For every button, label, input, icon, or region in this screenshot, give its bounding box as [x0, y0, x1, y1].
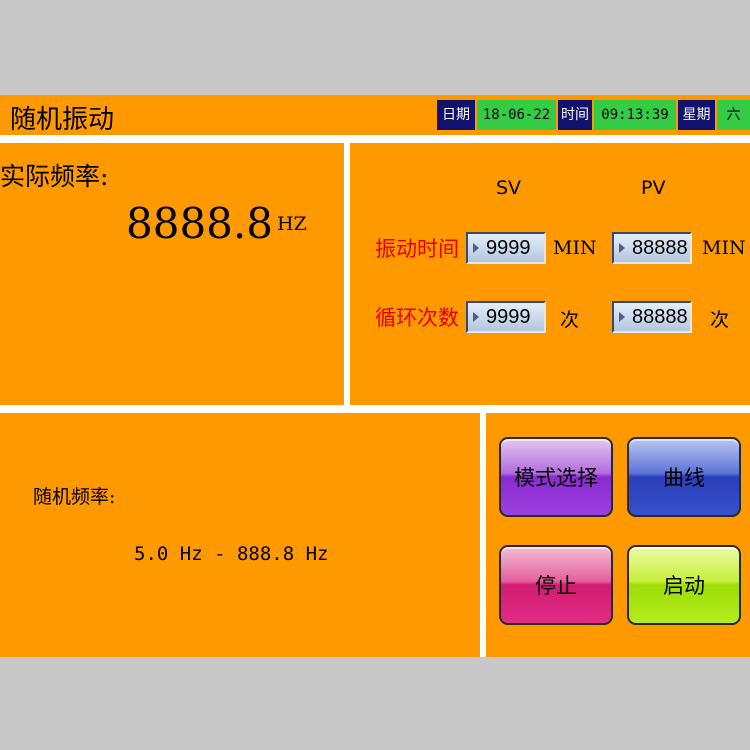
time-value: 09:13:39 — [594, 100, 676, 130]
cycle-count-sv-value: 9999 — [486, 306, 531, 328]
vibration-time-pv-value: 88888 — [632, 237, 688, 259]
arrow-right-icon — [473, 243, 479, 253]
random-frequency-label: 随机频率: — [33, 486, 116, 508]
actual-frequency-label: 实际频率: — [0, 162, 109, 191]
arrow-right-icon — [619, 312, 625, 322]
actual-frequency-unit: HZ — [277, 213, 307, 235]
random-frequency-panel: 随机频率: 5.0 Hz - 888.8 Hz — [0, 413, 480, 657]
cycle-count-pv-value: 88888 — [632, 306, 688, 328]
control-buttons-panel: 模式选择 曲线 停止 启动 — [486, 413, 750, 657]
weekday-value: 六 — [717, 100, 750, 130]
time-label: 时间 — [558, 100, 592, 130]
actual-frequency-value: 8888.8 — [126, 199, 273, 248]
vibration-time-sv-input[interactable]: 9999 — [466, 232, 546, 264]
cycle-count-sv-input[interactable]: 9999 — [466, 301, 546, 333]
date-label: 日期 — [437, 100, 475, 130]
vibration-time-sv-unit: MIN — [553, 237, 597, 259]
date-value: 18-06-22 — [477, 100, 556, 130]
stop-button[interactable]: 停止 — [499, 545, 613, 625]
vibration-time-pv-display: 88888 — [612, 232, 692, 264]
arrow-right-icon — [473, 312, 479, 322]
page-title: 随机振动 — [10, 105, 115, 135]
weekday-label: 星期 — [678, 100, 715, 130]
actual-frequency-panel: 实际频率: 8888.8 HZ — [0, 143, 344, 405]
vibration-time-label: 振动时间 — [375, 237, 459, 261]
arrow-right-icon — [619, 243, 625, 253]
cycle-count-label: 循环次数 — [375, 306, 459, 330]
settings-panel: SV PV 振动时间 9999 MIN 88888 MIN 循环次数 9999 … — [350, 143, 750, 405]
vibration-time-pv-unit: MIN — [702, 237, 746, 259]
random-frequency-range: 5.0 Hz - 888.8 Hz — [134, 543, 329, 565]
hmi-screen: 随机振动 日期 18-06-22 时间 09:13:39 星期 六 实际频率: … — [0, 95, 750, 657]
cycle-count-sv-unit: 次 — [560, 309, 580, 331]
vibration-time-sv-value: 9999 — [486, 237, 531, 259]
cycle-count-pv-unit: 次 — [710, 309, 730, 331]
header-bar: 随机振动 日期 18-06-22 时间 09:13:39 星期 六 — [0, 95, 750, 135]
mode-select-button[interactable]: 模式选择 — [499, 437, 613, 517]
sv-header: SV — [496, 177, 522, 199]
curve-button[interactable]: 曲线 — [627, 437, 741, 517]
start-button[interactable]: 启动 — [627, 545, 741, 625]
pv-header: PV — [641, 177, 666, 199]
cycle-count-pv-display: 88888 — [612, 301, 692, 333]
